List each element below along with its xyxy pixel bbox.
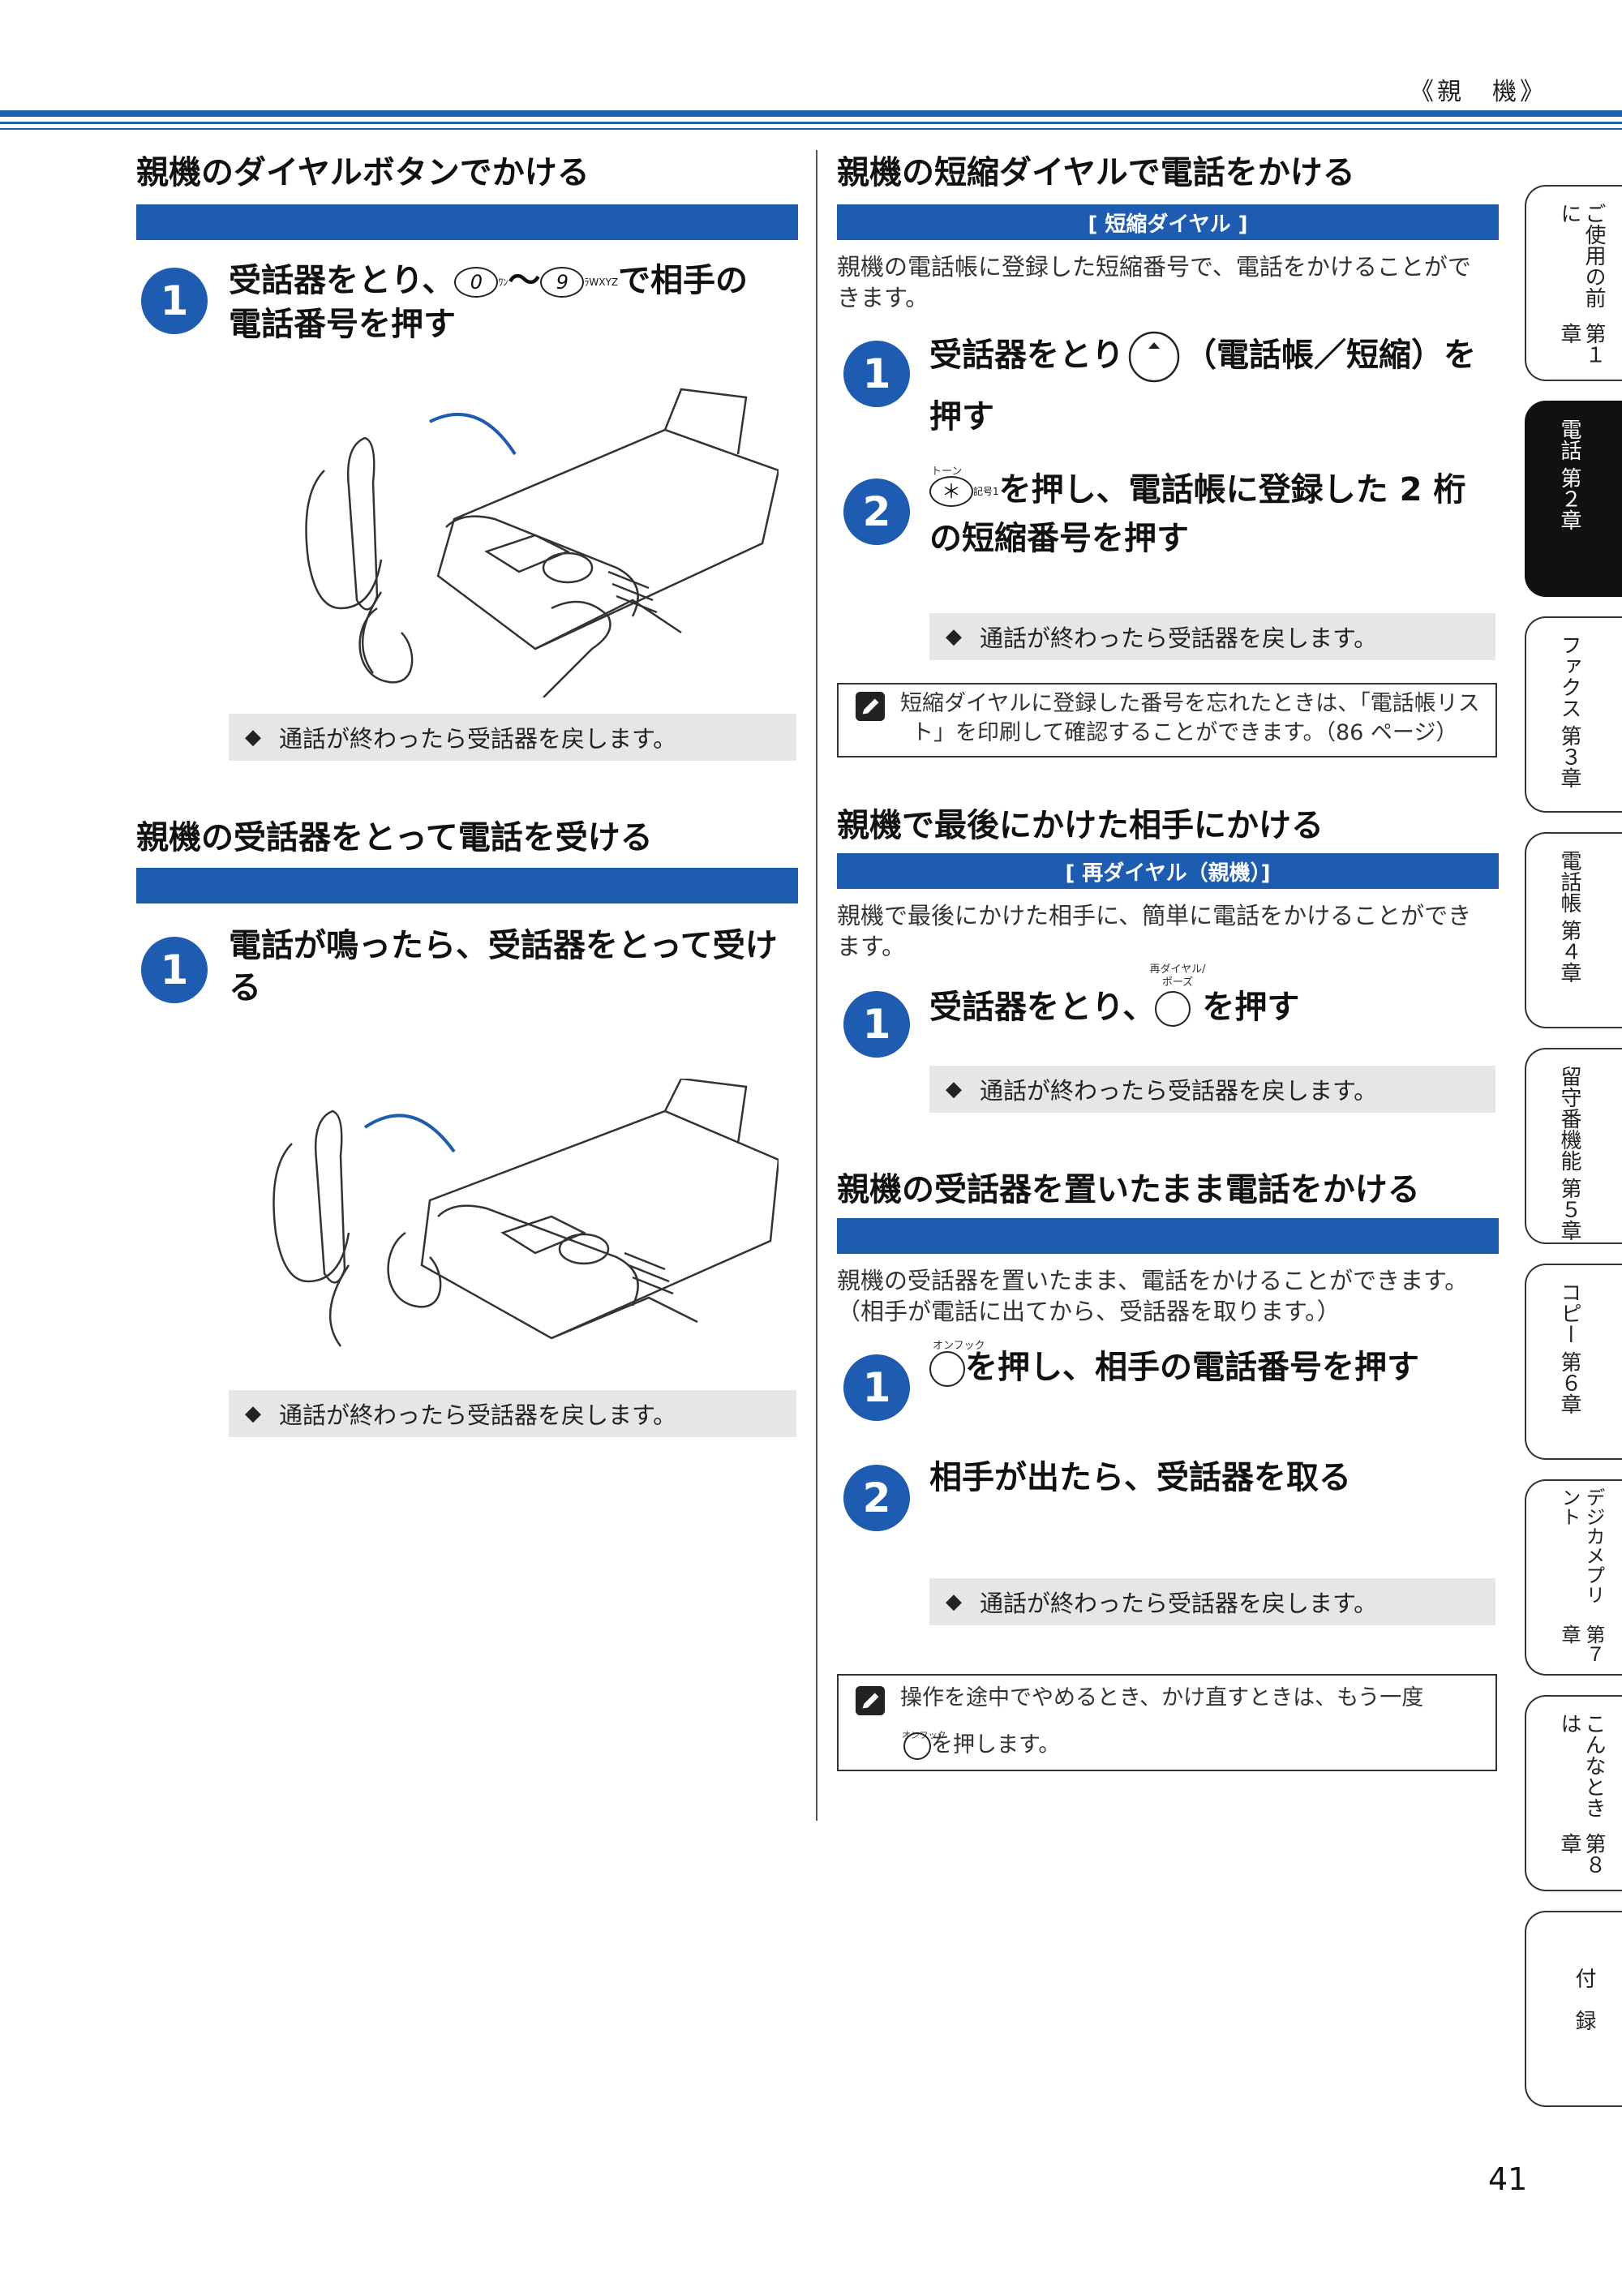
redial-pause-button: [1155, 991, 1191, 1027]
step-number: 1: [141, 937, 208, 1003]
step-instruction: 相手が出たら、受話器を取る: [929, 1459, 1351, 1496]
key-0-button: 0: [454, 267, 499, 298]
tab-chapter-3[interactable]: 第３章ファクス: [1525, 616, 1622, 813]
step-instruction: ＊記号1を押し、電話帳に登録した 2 桁 の短縮番号を押す: [929, 471, 1466, 557]
section-bar-redial: [ 再ダイヤル（親機）]: [837, 853, 1499, 889]
phonebook-speed-dial-button-icon: [1128, 331, 1180, 383]
step-number: 1: [843, 991, 910, 1058]
memo-box: 操作を途中でやめるとき、かけ直すときは、もう一度 オンフック を押します。: [837, 1674, 1497, 1771]
section-bar: [136, 868, 798, 903]
tab-chapter-6[interactable]: 第６章コピー: [1525, 1264, 1622, 1460]
section-bar: [837, 1218, 1499, 1254]
diamond-bullet-icon: ◆: [946, 1590, 962, 1614]
note-bar: ◆通話が終わったら受話器を戻します。: [229, 714, 796, 761]
step-instruction: 電話が鳴ったら、受話器をとって受け る: [229, 927, 778, 1006]
note-bar: ◆通話が終わったら受話器を戻します。: [229, 1390, 796, 1437]
memo-box: 短縮ダイヤルに登録した番号を忘れたときは、「電話帳リス ト」を印刷して確認するこ…: [837, 683, 1497, 757]
tab-chapter-7[interactable]: 第７章デジカメプリント: [1525, 1479, 1622, 1676]
note-bar: ◆通話が終わったら受話器を戻します。: [929, 1066, 1495, 1113]
on-hook-button: [929, 1351, 965, 1387]
section-title: 親機の短縮ダイヤルで電話をかける: [837, 154, 1355, 191]
asterisk-tone-button: ＊: [929, 476, 973, 507]
key-9-button: 9: [540, 267, 585, 298]
diamond-bullet-icon: ◆: [946, 624, 962, 649]
step-number: 1: [843, 341, 910, 407]
memo-pencil-icon: [855, 691, 886, 722]
fax-dialing-illustration: [305, 388, 779, 697]
tab-chapter-5[interactable]: 第５章留守番機能: [1525, 1048, 1622, 1244]
column-divider: [816, 150, 817, 1821]
diamond-bullet-icon: ◆: [245, 725, 261, 749]
button-caption: 再ダイヤル/ポーズ: [1149, 963, 1206, 989]
section-bar-speed-dial: [ 短縮ダイヤル ]: [837, 204, 1499, 240]
step-number: 2: [843, 1465, 910, 1531]
header-rule: [0, 122, 1622, 124]
button-caption: オンフック: [933, 1340, 985, 1352]
step-number: 1: [843, 1354, 910, 1421]
header-title: 《親 機》: [1410, 78, 1547, 106]
tab-chapter-2[interactable]: 第２章電話: [1525, 401, 1622, 597]
diamond-bullet-icon: ◆: [245, 1401, 261, 1426]
section-title: 親機で最後にかけた相手にかける: [837, 807, 1324, 844]
section-description: 親機の受話器を置いたまま、電話をかけることができます。 （相手が電話に出てから、…: [837, 1267, 1469, 1325]
fax-handset-illustration: [272, 1079, 779, 1347]
step-number: 1: [141, 268, 208, 334]
step-instruction: を押し、相手の電話番号を押す: [929, 1346, 1513, 1388]
tab-chapter-4[interactable]: 第４章電話帳: [1525, 832, 1622, 1028]
note-bar: ◆通話が終わったら受話器を戻します。: [929, 1578, 1495, 1625]
page-number: 41: [1488, 2161, 1528, 2197]
button-caption: トーン: [931, 466, 963, 478]
step-number: 2: [843, 479, 910, 545]
section-title: 親機の受話器を置いたまま電話をかける: [837, 1171, 1420, 1208]
header-rule: [0, 128, 1622, 130]
step-instruction: 受話器をとり（電話帳／短縮）を 押す: [929, 331, 1513, 438]
section-description: 親機で最後にかけた相手に、簡単に電話をかけることができ ます。: [837, 902, 1472, 960]
step-instruction: 受話器をとり、を押す: [929, 989, 1300, 1027]
section-title: 親機のダイヤルボタンでかける: [136, 154, 590, 191]
section-description: 親機の電話帳に登録した短縮番号で、電話をかけることがで きます。: [837, 253, 1471, 311]
section-title: 親機の受話器をとって電話を受ける: [136, 819, 653, 856]
tab-appendix[interactable]: 付 録: [1525, 1911, 1622, 2107]
on-hook-button: [903, 1732, 931, 1760]
section-bar: [136, 204, 798, 240]
tab-chapter-8[interactable]: 第８章こんなときは: [1525, 1695, 1622, 1891]
note-bar: ◆通話が終わったら受話器を戻します。: [929, 613, 1495, 660]
header-rule: [0, 110, 1622, 117]
memo-pencil-icon: [855, 1685, 886, 1716]
tab-chapter-1[interactable]: 第１章ご使用の前に: [1525, 185, 1622, 381]
diamond-bullet-icon: ◆: [946, 1077, 962, 1101]
